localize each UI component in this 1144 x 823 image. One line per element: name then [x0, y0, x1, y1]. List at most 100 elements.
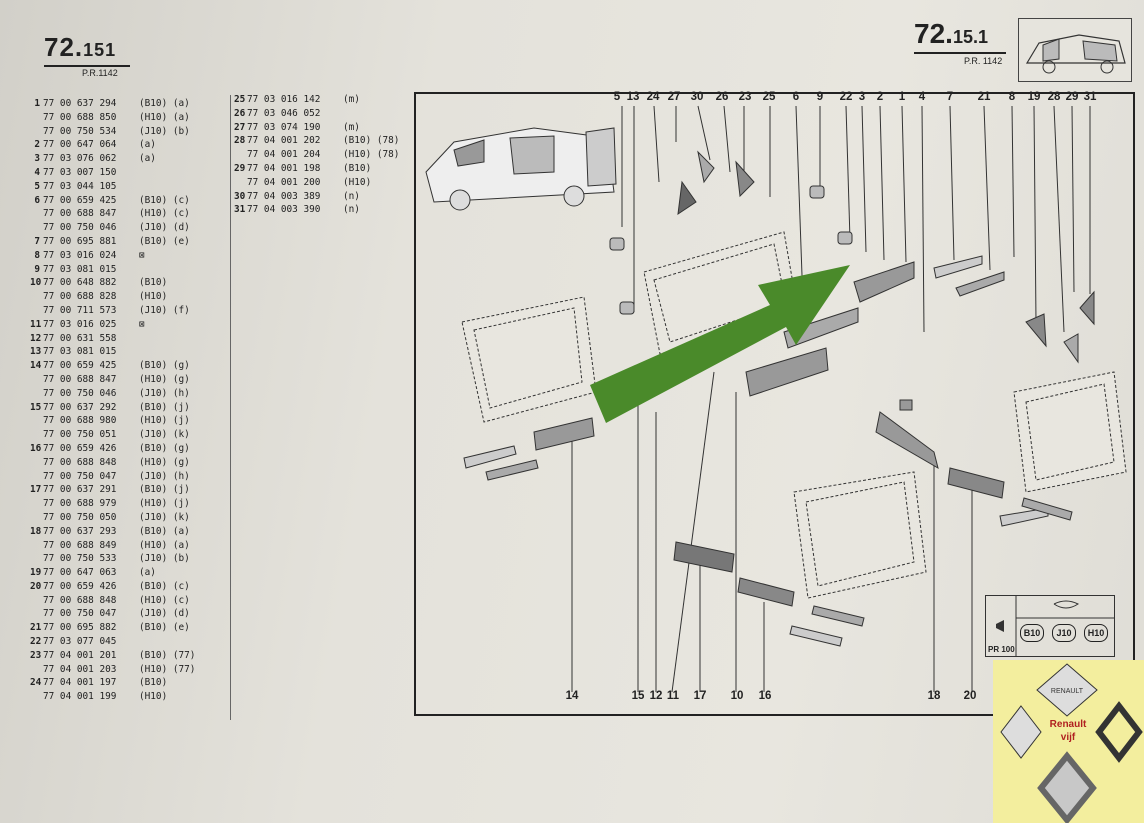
part-code: 77 00 695 881	[43, 235, 117, 247]
part-code: 77 04 001 202	[247, 135, 321, 147]
callout-label: 25	[762, 91, 776, 103]
part-row: 77 04 001 204(H10) (78)	[234, 148, 399, 162]
part-note: (H10) (c)	[139, 208, 190, 220]
part-index: 1	[34, 98, 40, 109]
part-row: 77 00 688 847(H10) (c)	[30, 207, 195, 221]
variant-legend: PR 100 B10 J10 H10	[985, 595, 1115, 657]
part-note: (H10) (g)	[139, 456, 190, 468]
ref-sub: 151	[83, 40, 117, 60]
part-note: (B10) (e)	[139, 622, 190, 634]
part-index: 20	[30, 580, 42, 592]
callout-label: 21	[977, 91, 991, 103]
callout-label: 12	[649, 690, 663, 702]
watermark-line2: vijf	[1060, 732, 1076, 743]
part-code: 77 00 688 849	[43, 539, 117, 551]
part-code: 77 00 631 558	[43, 332, 117, 344]
part-row: 77 00 688 979(H10) (j)	[30, 497, 195, 511]
part-row: 77 04 001 200(H10)	[234, 176, 399, 190]
part-code: 77 03 044 105	[43, 180, 117, 192]
part-note: (B10) (a)	[139, 98, 190, 109]
part-row: 77 00 750 534(J10) (b)	[30, 125, 195, 139]
part-row: 77 00 750 046(J10) (d)	[30, 221, 195, 235]
part-index: 26	[234, 107, 246, 119]
callout-label: 5	[613, 91, 621, 103]
part-note: (H10) (g)	[139, 373, 190, 385]
part-note: (n)	[343, 190, 360, 202]
callout-label: 8	[1008, 91, 1016, 103]
part-code: 77 00 750 050	[43, 511, 117, 523]
callout-label: 23	[738, 91, 752, 103]
part-note: (B10) (e)	[139, 235, 190, 247]
part-code: 77 00 637 291	[43, 484, 117, 496]
part-note: (H10)	[139, 691, 168, 703]
callout-label: 3	[858, 91, 866, 103]
part-row: 77 00 688 980(H10) (j)	[30, 414, 195, 428]
part-code: 77 04 001 199	[43, 691, 117, 703]
part-index: 4	[34, 166, 40, 178]
part-code: 77 04 001 200	[247, 176, 321, 188]
part-code: 77 00 750 047	[43, 608, 117, 620]
part-row: 77 00 750 046(J10) (h)	[30, 387, 195, 401]
part-code: 77 03 074 190	[247, 121, 321, 133]
callout-label: 20	[963, 690, 977, 702]
part-row: 77 00 750 047(J10) (d)	[30, 607, 195, 621]
part-code: 77 00 688 848	[43, 594, 117, 606]
part-code: 77 04 001 204	[247, 149, 321, 161]
part-code: 77 04 001 203	[43, 663, 117, 675]
part-code: 77 03 076 062	[43, 153, 117, 165]
part-index: 17	[30, 484, 42, 496]
callout-label: 17	[693, 690, 707, 702]
part-code: 77 00 659 425	[43, 360, 117, 372]
callout-label: 27	[667, 91, 681, 103]
callout-label: 22	[839, 91, 853, 103]
callout-label: 2	[876, 91, 884, 103]
part-index: 12	[30, 332, 42, 344]
part-code: 77 04 001 201	[43, 649, 117, 661]
part-index: 25	[234, 94, 246, 105]
part-code: 77 03 016 024	[43, 249, 117, 261]
page-reference-left: 72.151 P.R.1142	[44, 32, 130, 78]
part-index: 19	[30, 567, 42, 579]
part-index: 16	[30, 442, 42, 454]
part-note: (J10) (h)	[139, 470, 190, 482]
part-index: 11	[30, 318, 42, 330]
part-row: 77 04 001 203(H10) (77)	[30, 663, 195, 677]
exploded-diagram-frame	[414, 92, 1135, 716]
callout-label: 15	[631, 690, 645, 702]
callout-label: 9	[816, 91, 824, 103]
callout-label: 18	[927, 690, 941, 702]
part-index: 15	[30, 401, 42, 413]
part-index: 28	[234, 135, 246, 147]
part-code: 77 00 711 573	[43, 304, 117, 316]
part-note: (J10) (b)	[139, 125, 190, 137]
part-code: 77 00 648 882	[43, 277, 117, 289]
part-code: 77 00 688 980	[43, 415, 117, 427]
part-code: 77 00 688 850	[43, 111, 117, 123]
callout-label: 14	[565, 690, 579, 702]
part-note: (H10) (a)	[139, 539, 190, 551]
pr-number: P.R.1142	[82, 68, 118, 78]
part-note: (a)	[139, 567, 156, 579]
part-code: 77 00 647 063	[43, 567, 117, 579]
part-note: (B10) (a)	[139, 525, 190, 537]
part-note: (H10)	[139, 291, 168, 303]
part-index: 30	[234, 190, 246, 202]
part-code: 77 04 003 390	[247, 204, 321, 216]
callout-label: 13	[626, 91, 640, 103]
